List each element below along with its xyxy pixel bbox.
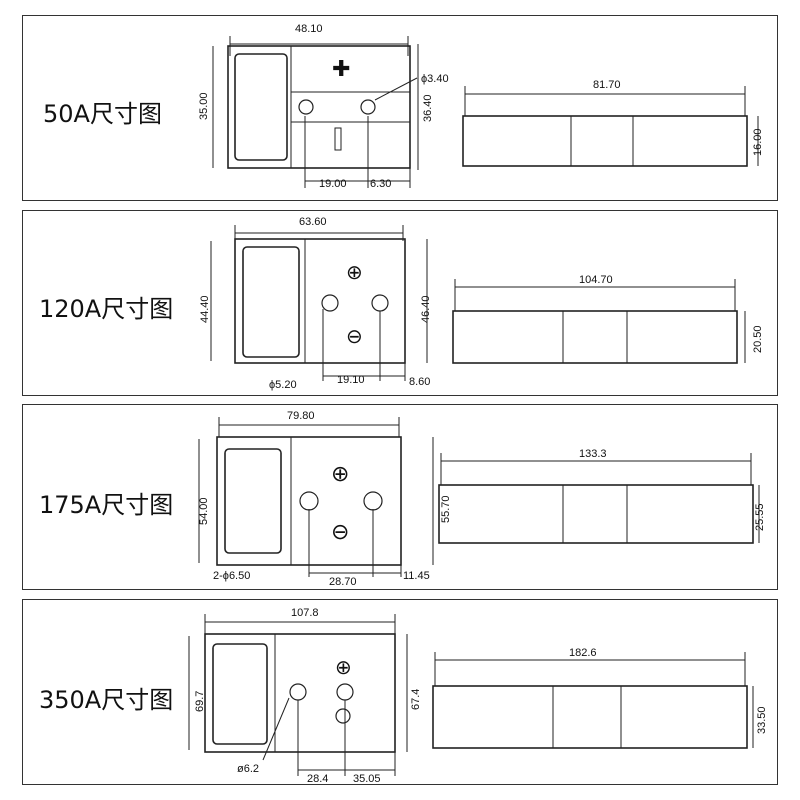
- dim-side-height: 25.55: [754, 503, 766, 531]
- drawing-120a: 63.60 ⊕ ⊖ 44.40 46.40 ϕ5.20 19.10 8.60 1…: [199, 216, 764, 391]
- dim-height-left: 35.00: [198, 92, 210, 120]
- dim-hole: 2-ϕ6.50: [213, 570, 250, 582]
- svg-text:⊖: ⊖: [346, 326, 363, 348]
- dim-height-left: 54.00: [198, 497, 210, 525]
- dim-pitch: 28.4: [307, 773, 328, 785]
- drawing-50a: 48.10 ✚ 35.00 36.40 ϕ3.40 19.00 6.30 81.…: [198, 23, 764, 190]
- dim-height-right: 55.70: [440, 495, 452, 523]
- dim-height-left: 44.40: [199, 295, 211, 323]
- dim-length: 104.70: [579, 274, 613, 286]
- svg-text:⊕: ⊕: [335, 657, 352, 679]
- dim-side-height: 20.50: [752, 325, 764, 353]
- panel-120a: 120A尺寸图 63.60 ⊕ ⊖ 44.40 46.40 ϕ5.20 19.1…: [22, 210, 778, 396]
- dim-height-left: 69.7: [194, 691, 206, 712]
- dim-side-height: 33.50: [756, 706, 768, 734]
- dim-length: 133.3: [579, 448, 607, 460]
- panel-175a: 175A尺寸图 79.80 ⊕ ⊖ 54.00 55.70 2-ϕ6.50 28…: [22, 404, 778, 590]
- dim-height-right: 46.40: [420, 295, 432, 323]
- svg-text:✚: ✚: [332, 56, 350, 81]
- dim-hole: ø6.2: [237, 763, 259, 775]
- dim-width: 48.10: [295, 23, 323, 35]
- panel-50a: 50A尺寸图 48.10 ✚ 35.00 36.40 ϕ3.40 19.00 6…: [22, 15, 778, 201]
- dim-pitch: 19.10: [337, 374, 365, 386]
- dim-width: 79.80: [287, 410, 315, 422]
- svg-text:⊖: ⊖: [331, 519, 349, 544]
- svg-text:⊕: ⊕: [346, 262, 363, 284]
- dim-pitch: 19.00: [319, 178, 347, 190]
- panel-title: 120A尺寸图: [39, 295, 174, 323]
- dim-width: 63.60: [299, 216, 327, 228]
- dim-height-right: 36.40: [422, 94, 434, 122]
- dim-offset: 8.60: [409, 376, 430, 388]
- dim-length: 81.70: [593, 79, 621, 91]
- dim-length: 182.6: [569, 647, 597, 659]
- dim-hole: ϕ5.20: [269, 379, 297, 391]
- dim-offset: 35.05: [353, 773, 381, 785]
- svg-text:⊕: ⊕: [331, 461, 349, 486]
- dim-pitch: 28.70: [329, 576, 357, 588]
- dim-height-right: 67.4: [410, 689, 422, 710]
- panel-350a: 350A尺寸图 107.8 ⊕ 69.7 67.4 ø6.2 28.4 35.0…: [22, 599, 778, 785]
- panel-title: 350A尺寸图: [39, 686, 174, 714]
- drawing-350a: 107.8 ⊕ 69.7 67.4 ø6.2 28.4 35.05 182.6 …: [188, 607, 768, 785]
- panel-title: 50A尺寸图: [43, 100, 162, 128]
- panel-title: 175A尺寸图: [39, 491, 174, 519]
- dim-offset: 6.30: [370, 178, 391, 190]
- dim-hole: ϕ3.40: [421, 73, 449, 85]
- dim-width: 107.8: [291, 607, 319, 619]
- dim-offset: 11.45: [403, 570, 430, 582]
- dim-side-height: 16.00: [752, 128, 764, 156]
- drawing-175a: 79.80 ⊕ ⊖ 54.00 55.70 2-ϕ6.50 28.70 11.4…: [198, 410, 766, 588]
